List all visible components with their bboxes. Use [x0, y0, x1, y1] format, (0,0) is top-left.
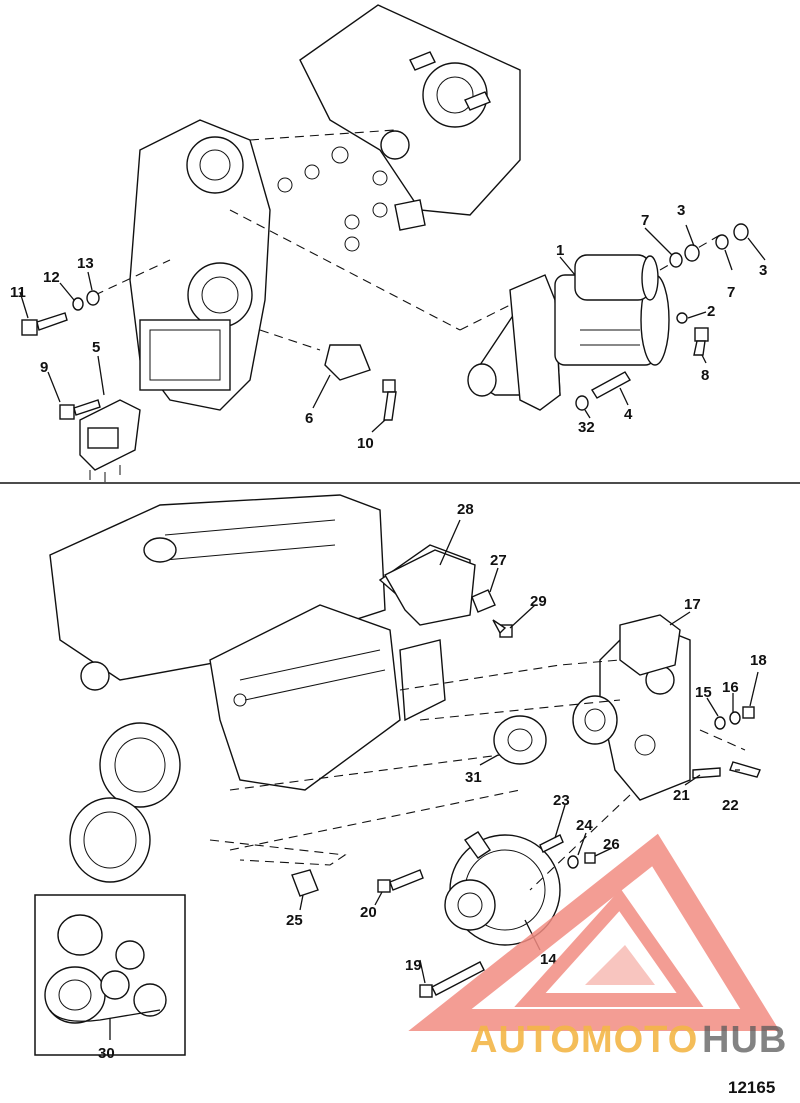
callout-16: 16 [722, 679, 739, 696]
bottom-hardware [291, 589, 761, 998]
callout-25: 25 [286, 912, 303, 929]
callout-21: 21 [673, 787, 690, 804]
callout-3a: 3 [677, 202, 685, 219]
callout-27: 27 [490, 552, 507, 569]
crank-pulley [69, 722, 181, 883]
callout-29: 29 [530, 593, 547, 610]
watermark-brand-part-1: AUTOMOTO [470, 1019, 698, 1061]
callout-19: 19 [405, 957, 422, 974]
callout-13: 13 [77, 255, 94, 272]
leaders-bottom [109, 519, 759, 1040]
idler-pulleys [493, 695, 618, 765]
callout-23: 23 [553, 792, 570, 809]
assembly-lines-bottom [209, 659, 746, 891]
figure-number: 12165 [728, 1078, 775, 1097]
callout-30: 30 [98, 1045, 115, 1062]
callout-32: 32 [578, 419, 595, 436]
watermark-brand-part-2: HUB [702, 1019, 787, 1061]
leaders-top [19, 224, 766, 433]
callout-28: 28 [457, 501, 474, 518]
top-hardware [21, 223, 749, 482]
callout-20: 20 [360, 904, 377, 921]
callout-7b: 7 [727, 284, 735, 301]
callout-26: 26 [603, 836, 620, 853]
callout-4: 4 [624, 406, 633, 423]
component-17 [619, 614, 681, 676]
callout-labels-top: 1 2 3 3 4 5 6 7 7 8 9 10 11 12 13 32 [10, 202, 767, 452]
callout-10: 10 [357, 435, 374, 452]
callout-2: 2 [707, 303, 715, 320]
watermark-logo [408, 833, 780, 1031]
callout-12: 12 [43, 269, 60, 286]
callout-8: 8 [701, 367, 709, 384]
injection-pump [209, 604, 446, 791]
callout-5: 5 [92, 339, 100, 356]
alternator [444, 831, 561, 946]
callout-18: 18 [750, 652, 767, 669]
bracket-28 [384, 549, 476, 626]
callout-31: 31 [465, 769, 482, 786]
callout-3b: 3 [759, 262, 767, 279]
callout-14: 14 [540, 951, 557, 968]
callout-labels-bottom: 14 15 16 17 18 19 20 21 22 23 24 25 26 2… [98, 501, 767, 1062]
engine-block-top [129, 4, 521, 411]
callout-11: 11 [10, 284, 26, 301]
callout-9: 9 [40, 359, 48, 376]
callout-6: 6 [305, 410, 313, 427]
callout-17: 17 [684, 596, 701, 613]
callout-24: 24 [576, 817, 593, 834]
callout-1: 1 [556, 242, 564, 259]
starter-motor [467, 254, 670, 411]
watermark-triangle-icon [408, 833, 780, 1031]
inset-belt-routing [34, 894, 186, 1056]
callout-7a: 7 [641, 212, 649, 229]
callout-15: 15 [695, 684, 712, 701]
callout-22: 22 [722, 797, 739, 814]
